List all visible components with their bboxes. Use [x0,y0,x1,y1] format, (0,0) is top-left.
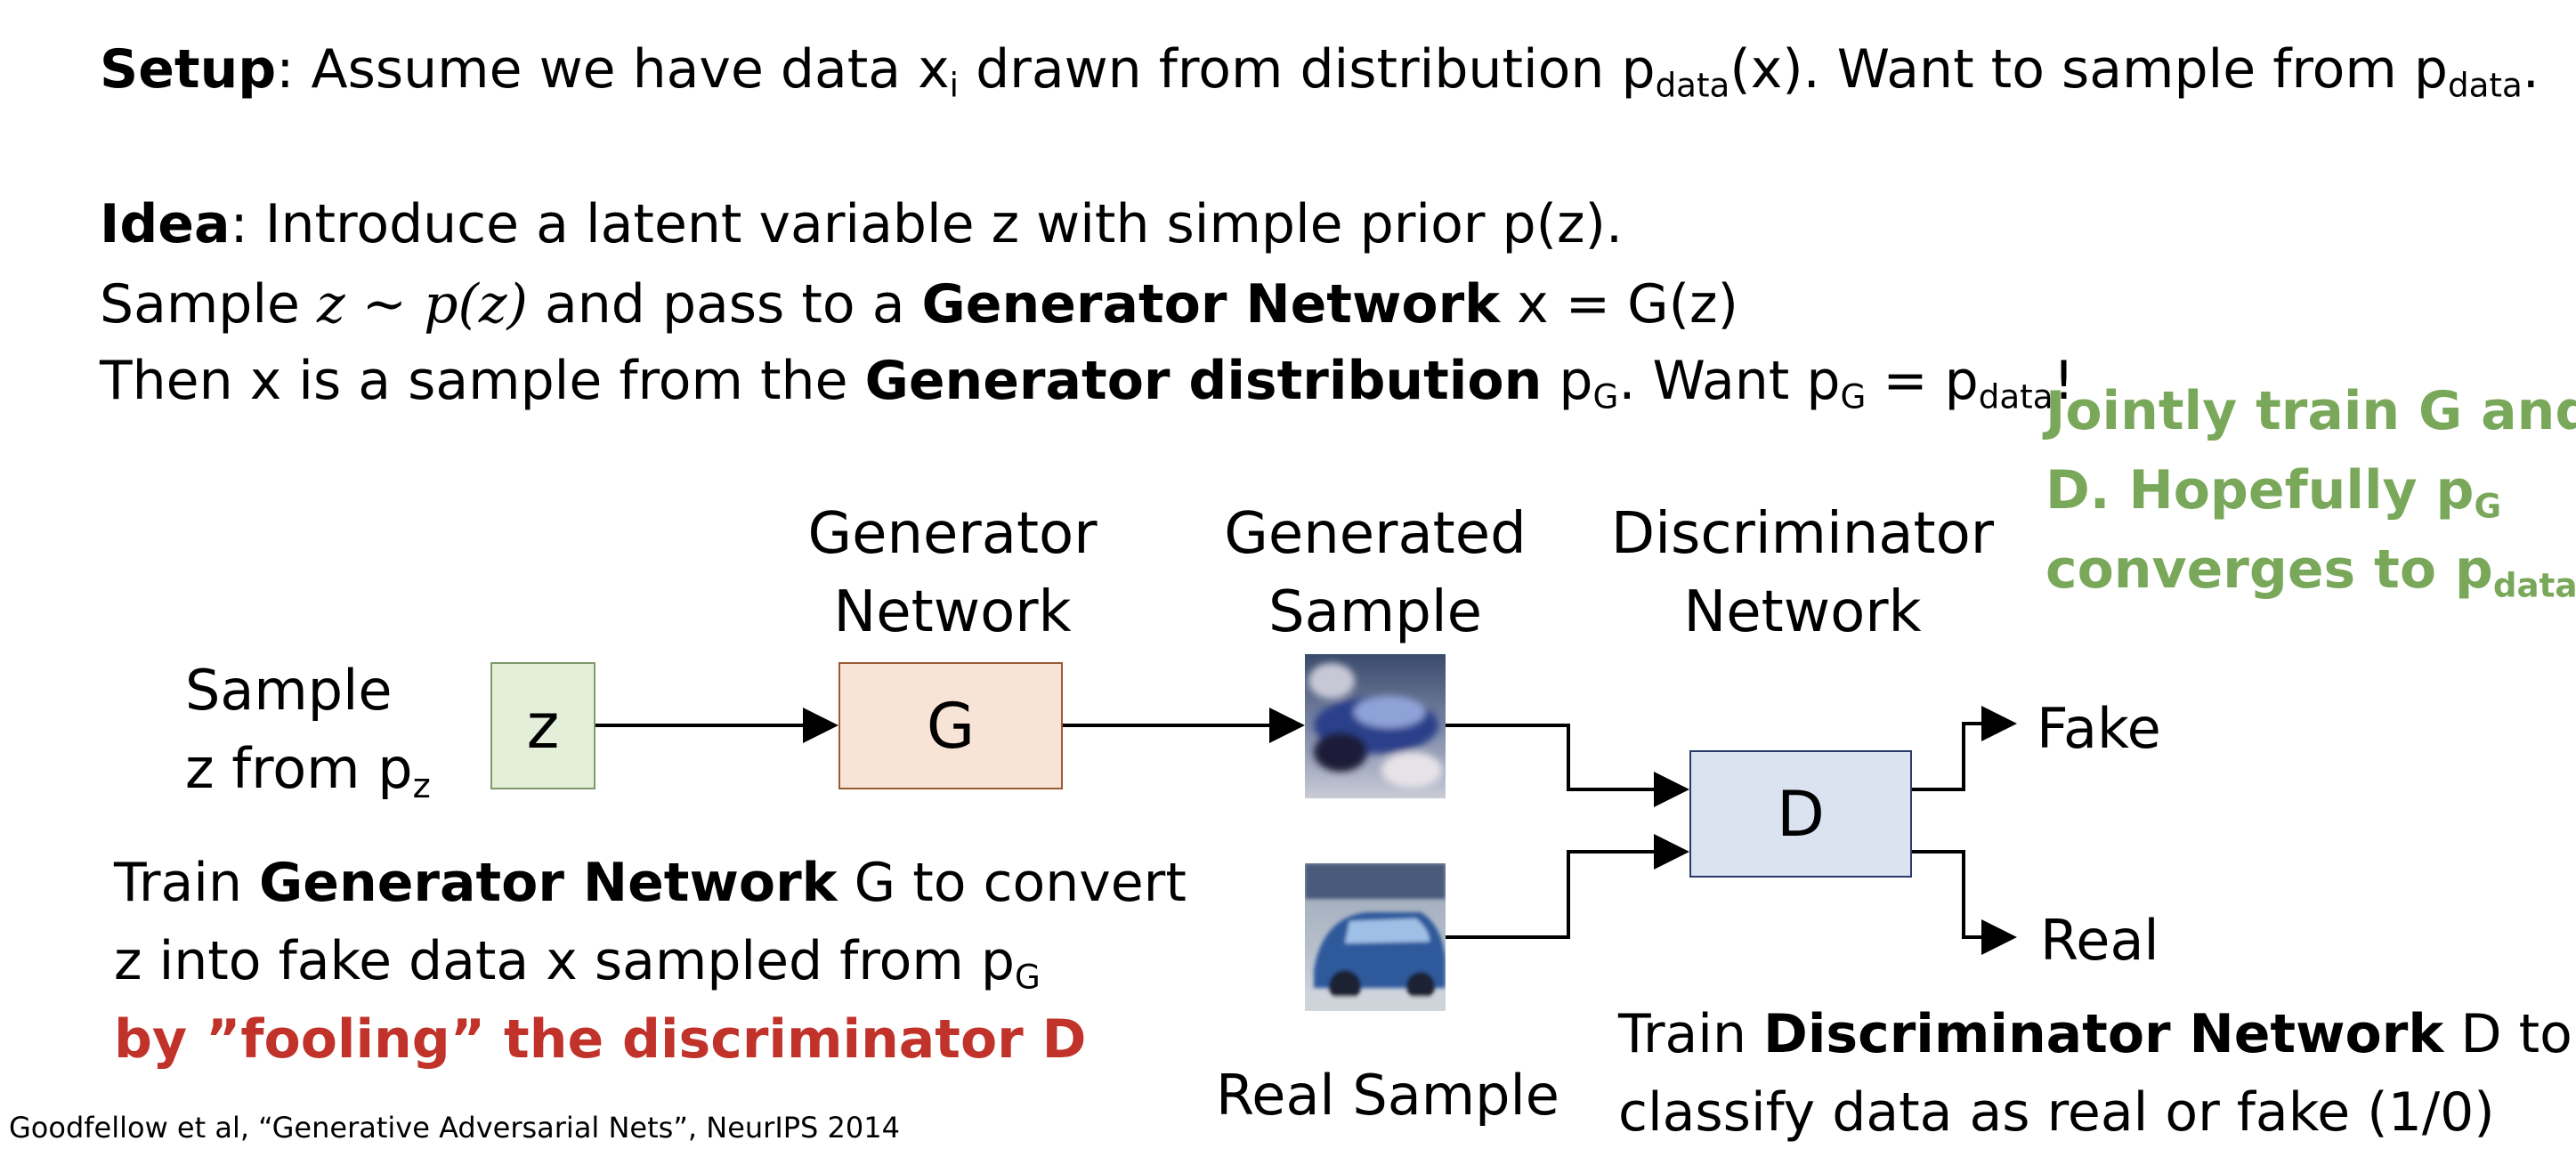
green-note-line-1: Jointly train G and [2045,380,2576,442]
sample-z-line-2: z from pz [185,730,431,808]
train-d-text-1: Train [1618,1003,1764,1065]
train-generator-text: Train Generator Network G to convert z i… [114,844,1187,1080]
then-sub-data: data [1978,376,2054,417]
sample-text-2: and pass to a [527,273,922,336]
z-box: z [490,662,595,789]
sample-z-line-1: Sample [185,658,393,723]
train-g-line-2: z into fake data x sampled from pG [114,922,1187,1000]
train-d-line-1: Train Discriminator Network D to [1618,995,2572,1073]
generator-label-line-2: Network [833,579,1072,646]
discriminator-label-line-2: Network [1683,579,1922,646]
sample-z-label: Sample z from pz [185,651,431,808]
green-note-line-2: D. Hopefully pG [2045,451,2576,530]
train-g-text-2: G to convert [837,852,1187,914]
arrow-real-to-d [1446,834,1689,939]
generated-car-graphic [1305,654,1446,798]
setup-label: Setup [100,38,277,101]
generated-label-line-1: Generated [1224,501,1527,567]
prior-formula: z ∼ p(z) [317,273,528,336]
green-note-line-2-text: D. Hopefully p [2045,458,2475,522]
arrow-d-to-fake [1912,706,2017,791]
idea-label: Idea [100,193,231,255]
then-text-5: ! [2053,350,2075,412]
setup-sub-data: data [1655,65,1730,105]
green-note-line-3-text: converges to p [2045,538,2493,601]
then-line: Then x is a sample from the Generator di… [100,354,2075,413]
real-car-image [1305,863,1446,1011]
generated-label-line-2: Sample [1268,579,1482,646]
discriminator-label-line-1: Discriminator [1610,501,1995,567]
train-g-sub: G [1014,957,1041,997]
generator-network-label: Generator Network [774,495,1130,652]
sample-z-sub: z [412,765,431,806]
real-sample-label: Real Sample [1216,1063,1559,1128]
green-note: Jointly train G and D. Hopefully pG conv… [2045,372,2576,609]
arrow-generated-to-d [1446,724,1689,807]
train-g-text-3: z into fake data x sampled from p [114,930,1015,993]
then-text-4: = p [1866,350,1979,412]
train-g-line-1: Train Generator Network G to convert [114,844,1187,922]
train-d-bold: Discriminator Network [1763,1003,2444,1065]
then-sub-g: G [1592,376,1619,417]
setup-line: Setup: Assume we have data xi drawn from… [100,43,2540,101]
setup-text-2: drawn from distribution p [959,38,1656,101]
setup-sub-data-2: data [2448,65,2523,105]
train-d-text-2: D to [2443,1003,2572,1065]
idea-text: : Introduce a latent variable z with sim… [230,193,1624,255]
real-car-graphic [1305,863,1446,1011]
setup-text-1: : Assume we have data x [276,38,950,101]
fake-label: Fake [2037,696,2161,761]
discriminator-network-label: Discriminator Network [1580,495,2025,652]
train-discriminator-text: Train Discriminator Network D to classif… [1618,995,2572,1152]
then-bold: Generator distribution [864,350,1543,412]
generator-box-label: G [926,689,976,763]
real-label: Real [2040,908,2159,973]
then-sub-g-2: G [1840,376,1867,417]
discriminator-box-label: D [1777,777,1825,851]
then-text-1: Then x is a sample from the [100,350,865,412]
sample-text-1: Sample [100,273,318,336]
sample-bold: Generator Network [921,273,1501,336]
generator-label-line-1: Generator [807,501,1098,567]
sample-z-text: z from p [185,736,413,802]
train-d-line-2: classify data as real or fake (1/0) [1618,1081,2495,1145]
green-note-sub-g: G [2474,486,2501,526]
train-g-red-line: by ”fooling” the discriminator D [114,1008,1087,1072]
generator-box: G [838,662,1063,789]
generated-sample-label: Generated Sample [1197,495,1553,652]
green-note-line-3: converges to pdata! [2045,530,2576,610]
arrow-d-to-real [1912,850,2017,955]
generated-car-image [1305,654,1446,798]
setup-text-3: (x). Want to sample from p [1729,38,2448,101]
train-g-text-1: Train [114,852,260,914]
sample-line: Sample z ∼ p(z) and pass to a Generator … [100,278,1738,331]
setup-sub-i: i [949,65,959,105]
then-text-2: p [1542,350,1593,412]
train-g-bold: Generator Network [259,852,838,914]
idea-line: Idea: Introduce a latent variable z with… [100,198,1623,251]
discriminator-box: D [1689,750,1912,878]
z-box-label: z [526,689,560,763]
then-text-3: . Want p [1618,350,1841,412]
sample-text-3: x = G(z) [1500,273,1738,336]
green-note-sub-data: data [2492,565,2576,604]
setup-text-4: . [2522,38,2540,101]
citation: Goodfellow et al, “Generative Adversaria… [9,1111,900,1145]
